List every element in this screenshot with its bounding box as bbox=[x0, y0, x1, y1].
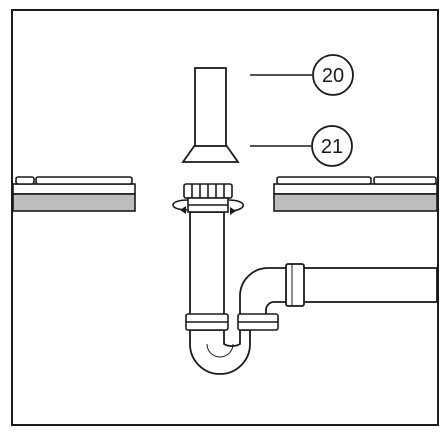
callout-21: 21 bbox=[311, 125, 353, 167]
callout-21-label: 21 bbox=[321, 136, 343, 158]
callout-20-label: 20 bbox=[322, 65, 344, 87]
drain-pipe-coupling bbox=[285, 263, 305, 307]
trap-nut-left bbox=[185, 313, 229, 331]
countertop-left bbox=[12, 176, 136, 212]
tailpiece-pipe bbox=[189, 211, 225, 317]
callout-20: 20 bbox=[312, 54, 354, 96]
trap-nut-right bbox=[237, 313, 279, 331]
drain-pipe bbox=[301, 267, 438, 303]
rotation-arrow-icon bbox=[172, 199, 245, 215]
countertop-right bbox=[273, 176, 438, 212]
trap-riser-elbow bbox=[239, 267, 289, 317]
standpipe bbox=[194, 67, 227, 147]
strainer-nut bbox=[183, 183, 233, 213]
trap-center-line bbox=[206, 343, 234, 358]
